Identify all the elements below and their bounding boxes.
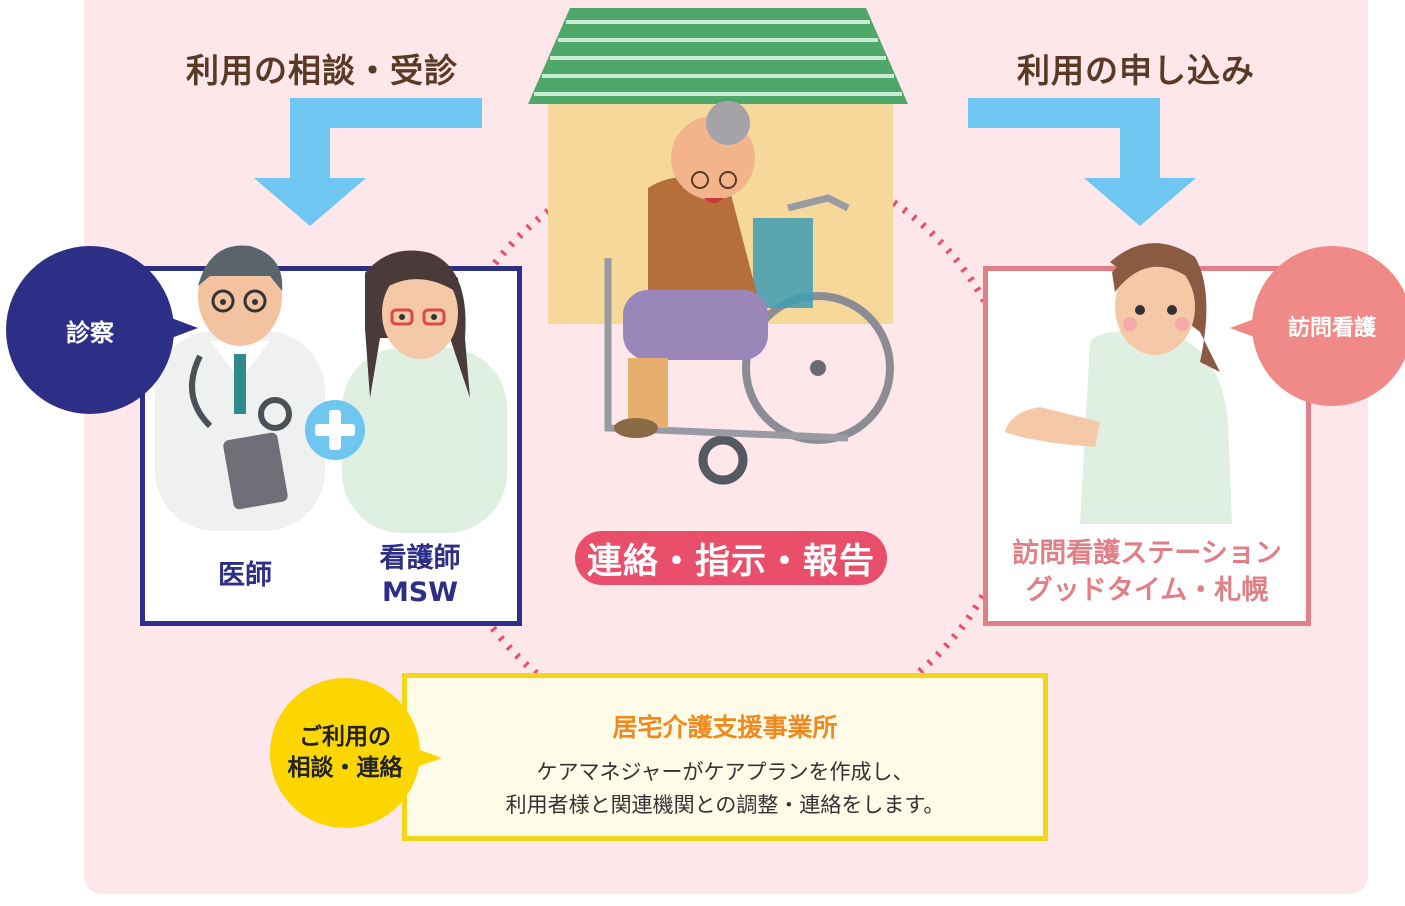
home-nursing-bubble-text: 訪問看護 bbox=[1287, 316, 1376, 341]
home-nursing-bubble: 訪問看護 bbox=[1252, 246, 1405, 406]
arrow-to-nurse-icon bbox=[968, 98, 1196, 226]
nurse-msw-label-line2: MSW bbox=[381, 577, 459, 608]
exam-bubble-text: 診察 bbox=[66, 318, 114, 347]
care-manager-desc-line1: ケアマネジャーがケアプランを作成し、 bbox=[536, 760, 914, 784]
home-nurse-illustration bbox=[1005, 243, 1232, 524]
care-manager-desc-line2: 利用者様と関連機関との調整・連絡をします。 bbox=[505, 792, 945, 817]
heading-apply: 利用の申し込み bbox=[1017, 51, 1255, 90]
doctor-illustration bbox=[155, 245, 325, 531]
care-manager-desc: ケアマネジャーがケアプランを作成し、 利用者様と関連機関との調整・連絡をします。 bbox=[407, 756, 1043, 821]
station-label-line2: グッドタイム・札幌 bbox=[1025, 575, 1269, 606]
arrow-to-doctor-icon bbox=[254, 98, 482, 226]
care-manager-box: 居宅介護支援事業所 ケアマネジャーがケアプランを作成し、 利用者様と関連機関との… bbox=[402, 673, 1048, 841]
house-patient-illustration bbox=[528, 8, 908, 485]
contact-instruction-report-pill: 連絡・指示・報告 bbox=[575, 531, 887, 585]
nurse-msw-label-line1: 看護師 bbox=[379, 543, 461, 574]
consult-bubble-line2: 相談・連絡 bbox=[287, 755, 403, 781]
exam-bubble: 診察 bbox=[6, 246, 174, 414]
plus-icon bbox=[305, 400, 365, 460]
nurse-illustration bbox=[342, 250, 507, 533]
care-manager-title: 居宅介護支援事業所 bbox=[612, 713, 838, 742]
consult-bubble: ご利用の 相談・連絡 bbox=[270, 678, 420, 828]
heading-consult: 利用の相談・受診 bbox=[186, 51, 458, 90]
consult-bubble-line1: ご利用の bbox=[299, 723, 391, 750]
doctor-label: 医師 bbox=[218, 560, 272, 591]
station-label-line1: 訪問看護ステーション bbox=[1012, 538, 1282, 569]
